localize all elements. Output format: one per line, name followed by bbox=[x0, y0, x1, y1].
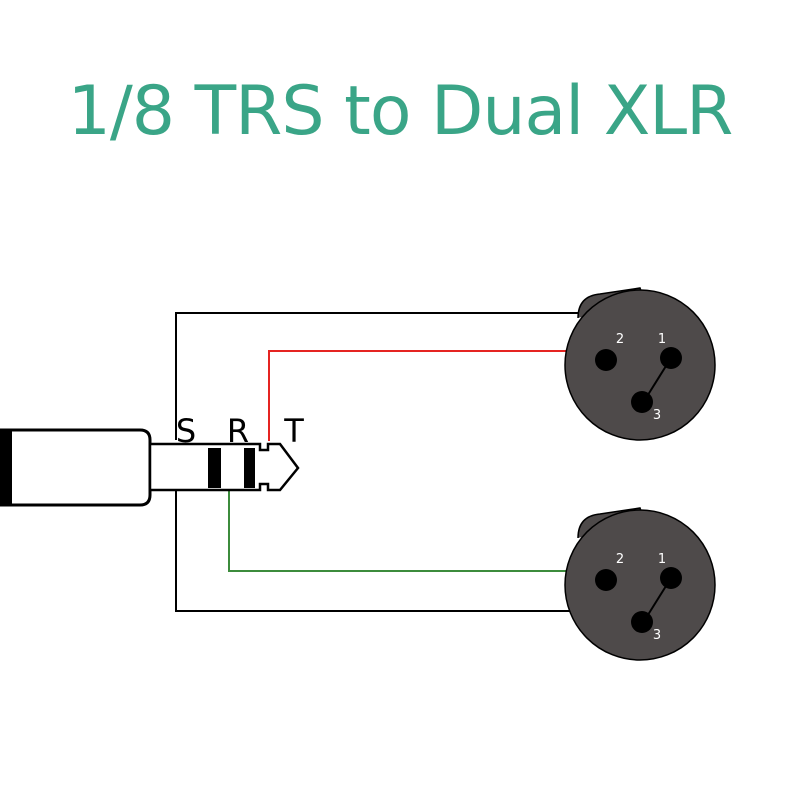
tip-wire bbox=[268, 350, 598, 441]
xlr-top-pin-3 bbox=[631, 391, 653, 413]
diagram-title: 1/8 TRS to Dual XLR bbox=[67, 72, 734, 151]
xlr-bottom-pin-3-label: 3 bbox=[653, 628, 661, 643]
xlr-connector-top bbox=[564, 287, 716, 441]
xlr-top-pin-2-label: 2 bbox=[616, 332, 624, 347]
xlr-top-pin-2 bbox=[595, 349, 617, 371]
xlr-bottom-pin-1 bbox=[660, 567, 682, 589]
xlr-top-pin-1 bbox=[660, 347, 682, 369]
xlr-bottom-pin-3 bbox=[631, 611, 653, 633]
xlr-top-pin-1-label: 1 bbox=[658, 332, 666, 347]
trs-plug bbox=[0, 428, 300, 507]
ring-wire bbox=[228, 486, 598, 572]
tip-label: T bbox=[283, 412, 304, 450]
xlr-connector-bottom bbox=[564, 507, 716, 661]
ring-label: R bbox=[227, 412, 249, 450]
sleeve-wire-bottom bbox=[175, 490, 634, 612]
sleeve-label: S bbox=[176, 412, 196, 450]
xlr-bottom-pin-2 bbox=[595, 569, 617, 591]
xlr-bottom-pin-2-label: 2 bbox=[616, 552, 624, 567]
xlr-top-pin-3-label: 3 bbox=[653, 408, 661, 423]
xlr-bottom-pin-1-label: 1 bbox=[658, 552, 666, 567]
